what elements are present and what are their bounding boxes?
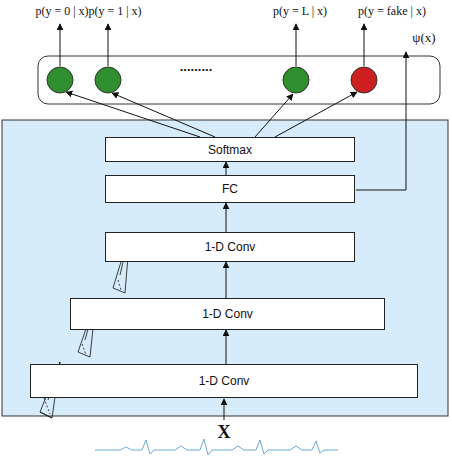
layer-name: 1-D Conv (196, 307, 259, 321)
output-layer (38, 56, 440, 104)
probability-label: p(y = 0 | x) (35, 4, 88, 19)
input-label: X (218, 422, 231, 443)
layer-name: FC (216, 182, 244, 196)
softmax-to-output-arrows (66, 92, 357, 137)
probability-label: p(y = L | x) (273, 4, 327, 19)
layer-box: 1-D Conv (105, 232, 355, 262)
network-panel (2, 120, 448, 416)
flow-arrow (226, 262, 227, 298)
probability-label: p(y = 1 | x) (88, 4, 141, 19)
ecg-signal (95, 439, 338, 455)
feature-label: ψ(x) (412, 30, 435, 46)
layer-name: 1-D Conv (193, 374, 256, 388)
probability-label: p(y = fake | x) (358, 4, 426, 19)
layer-box: FC (105, 175, 355, 203)
flow-arrow (226, 162, 227, 175)
feature-arrow (356, 52, 406, 190)
flow-arrow (226, 203, 227, 232)
layer-name: Softmax (202, 143, 258, 157)
layer-box: 1-D Conv (30, 364, 418, 398)
layer-name: 1-D Conv (199, 240, 262, 254)
flow-arrow (226, 330, 227, 364)
ellipsis: ......... (180, 59, 213, 74)
layer-box: Softmax (105, 137, 355, 162)
input-arrow (224, 399, 225, 420)
layer-box: 1-D Conv (70, 298, 385, 330)
